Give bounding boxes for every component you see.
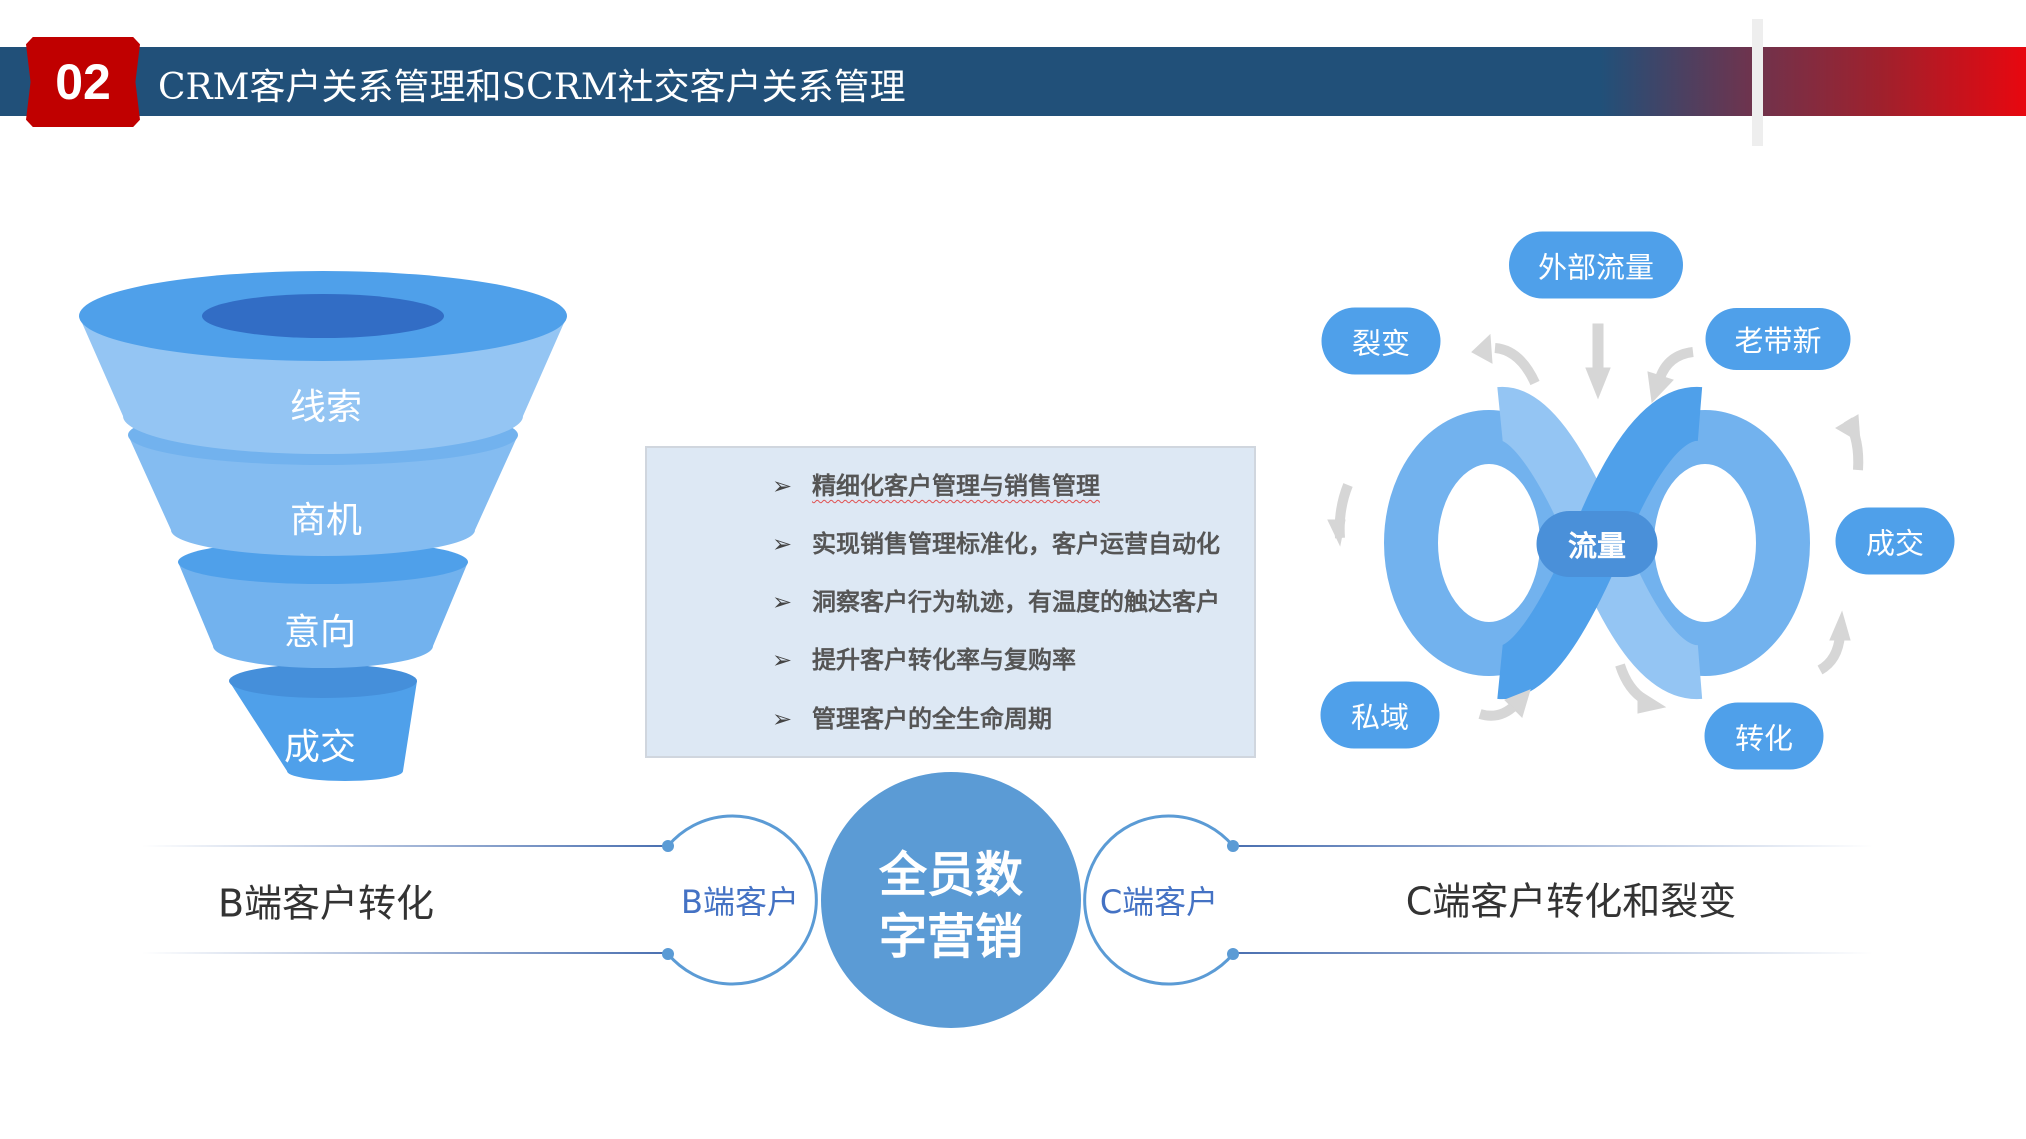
divider-line xyxy=(1233,845,1873,847)
c-client-label: C端客户 xyxy=(1099,883,1219,921)
feature-list-box: ➢ 精细化客户管理与销售管理 ➢ 实现销售管理标准化，客户运营自动化 ➢ 洞察客户行为… xyxy=(645,446,1256,758)
center-title-line2: 字营销 xyxy=(878,909,1024,965)
node-referral: 老带新 xyxy=(1705,308,1851,370)
arrow-curved-icon xyxy=(1655,347,1694,380)
arrow-curved-icon xyxy=(1494,343,1540,386)
feature-item: ➢ 实现销售管理标准化，客户运营自动化 xyxy=(772,524,1220,559)
arrow-bullet-icon: ➢ xyxy=(772,472,793,500)
funnel-label-opportunity: 商机 xyxy=(289,500,363,541)
feature-text: 精细化客户管理与销售管理 xyxy=(812,472,1100,500)
arrow-bullet-icon: ➢ xyxy=(772,705,793,733)
node-deal: 成交 xyxy=(1835,507,1955,575)
feature-item: ➢ 管理客户的全生命周期 xyxy=(772,699,1052,734)
feature-text: 管理客户的全生命周期 xyxy=(812,705,1052,733)
node-fission: 裂变 xyxy=(1321,307,1441,375)
funnel-stage-1 xyxy=(79,271,567,454)
funnel-label-leads: 线索 xyxy=(289,387,363,428)
node-conversion: 转化 xyxy=(1704,702,1824,770)
arrow-bullet-icon: ➢ xyxy=(772,588,793,616)
divider-line xyxy=(1233,952,1873,954)
node-external-traffic: 外部流量 xyxy=(1509,231,1683,299)
feature-item: ➢ 提升客户转化率与复购率 xyxy=(772,640,1076,675)
flow-arrows xyxy=(1327,323,1864,721)
feature-text: 提升客户转化率与复购率 xyxy=(812,646,1076,674)
node-center-traffic: 流量 xyxy=(1536,511,1658,577)
funnel-label-deal: 成交 xyxy=(283,727,357,768)
b-client-label: B端客户 xyxy=(681,883,799,921)
feature-text: 实现销售管理标准化，客户运营自动化 xyxy=(812,530,1220,558)
b-client-description: B端客户转化 xyxy=(217,881,435,926)
divider-line xyxy=(142,845,668,847)
funnel-label-intent: 意向 xyxy=(283,612,357,653)
center-circle xyxy=(821,772,1081,1028)
divider-line xyxy=(142,952,668,954)
page-title: CRM客户关系管理和SCRM社交客户关系管理 xyxy=(158,67,906,108)
feature-text: 洞察客户行为轨迹，有温度的触达客户 xyxy=(812,588,1220,616)
feature-item: ➢ 精细化客户管理与销售管理 xyxy=(772,466,1100,501)
section-number-badge: 02 xyxy=(26,37,140,127)
header-divider xyxy=(1752,19,1763,146)
header-bar xyxy=(0,47,2026,116)
arrow-bullet-icon: ➢ xyxy=(772,530,793,558)
feature-item: ➢ 洞察客户行为轨迹，有温度的触达客户 xyxy=(772,582,1220,617)
node-private-domain: 私域 xyxy=(1320,681,1440,749)
c-client-description: C端客户转化和裂变 xyxy=(1405,879,1737,924)
funnel-stage-4 xyxy=(229,664,417,781)
center-title-line1: 全员数 xyxy=(878,847,1024,903)
arrow-bullet-icon: ➢ xyxy=(772,646,793,674)
